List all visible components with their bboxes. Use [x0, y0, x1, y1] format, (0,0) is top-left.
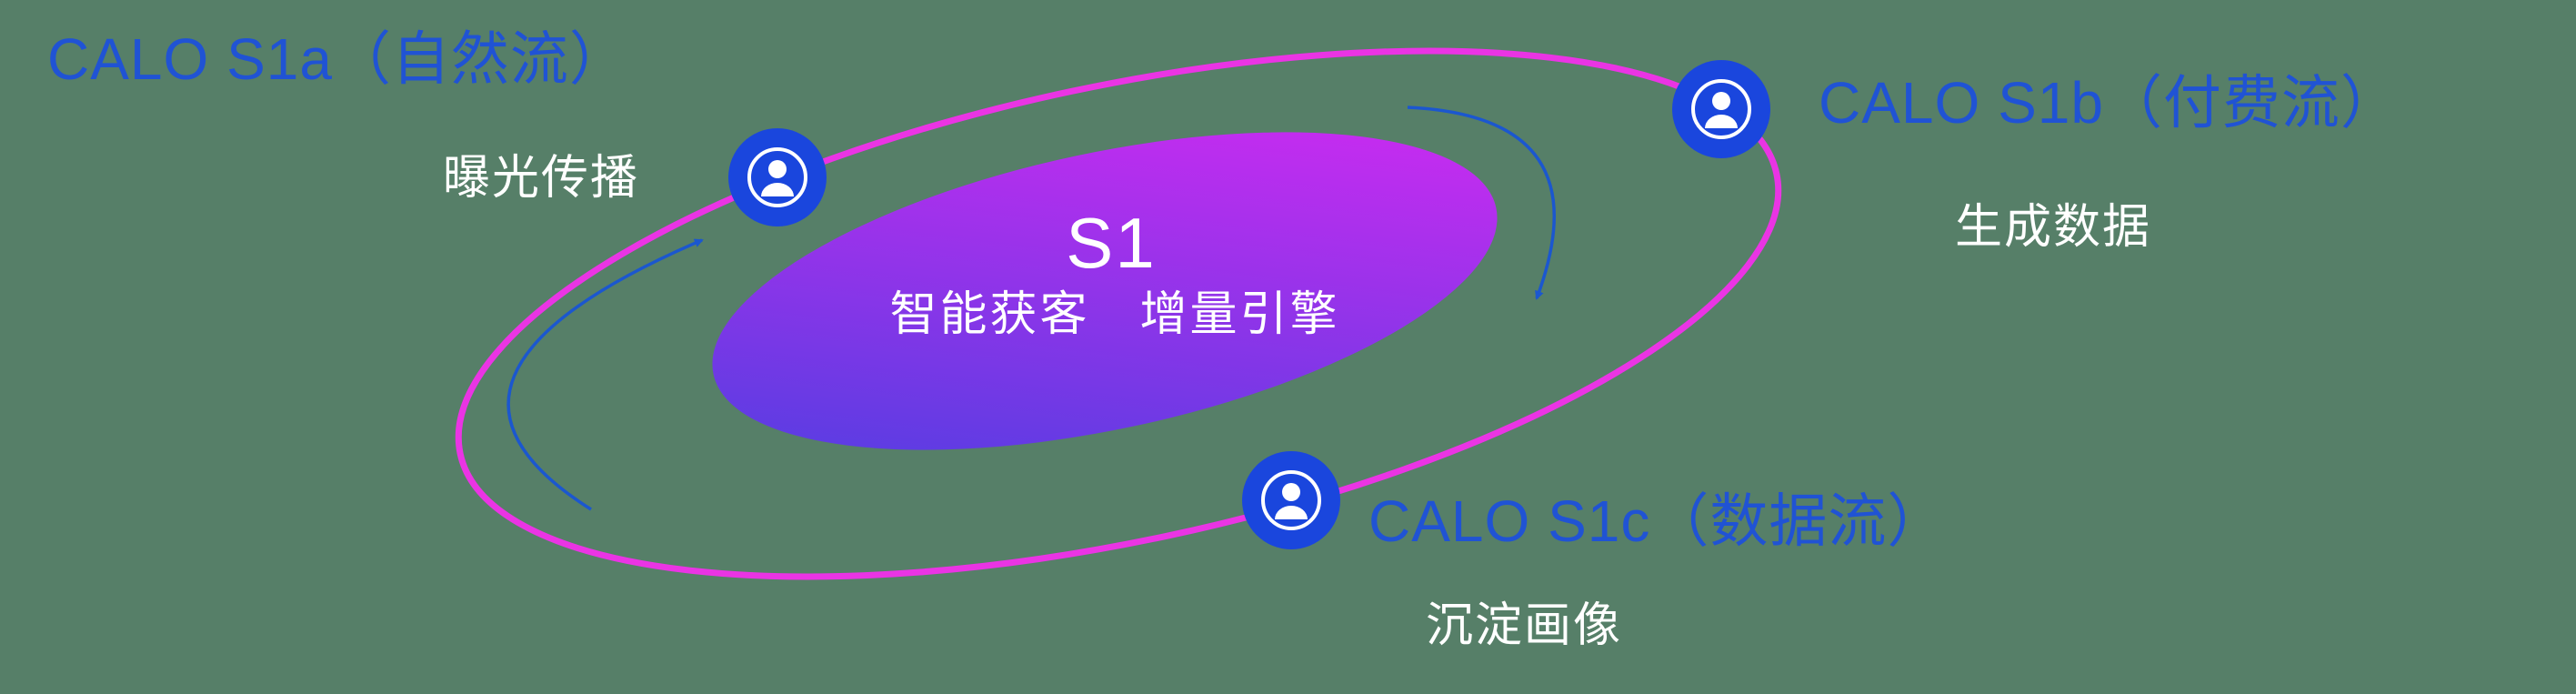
core-subtitle: 智能获客 增量引擎	[889, 288, 1340, 341]
user-icon	[1691, 79, 1751, 139]
flow-arrow-left	[506, 238, 704, 511]
orbit-ring	[455, 47, 1782, 580]
sublabel-s1b: 生成数据	[1955, 201, 2152, 254]
label-s1c: CALO S1c（数据流）	[1368, 488, 1947, 554]
core-title: S1	[1066, 203, 1157, 283]
label-s1b: CALO S1b（付费流）	[1819, 70, 2400, 136]
sublabel-s1c: 沉淀画像	[1426, 599, 1623, 652]
node-s1b	[1672, 60, 1770, 158]
core-ellipse	[712, 132, 1498, 450]
user-icon	[747, 147, 807, 207]
node-s1a	[728, 128, 827, 226]
sublabel-s1a: 曝光传播	[443, 152, 640, 205]
label-s1a: CALO S1a（自然流）	[47, 26, 628, 92]
user-icon	[1261, 470, 1321, 530]
flow-arrow-right	[1407, 106, 1556, 300]
node-s1c	[1242, 451, 1340, 549]
